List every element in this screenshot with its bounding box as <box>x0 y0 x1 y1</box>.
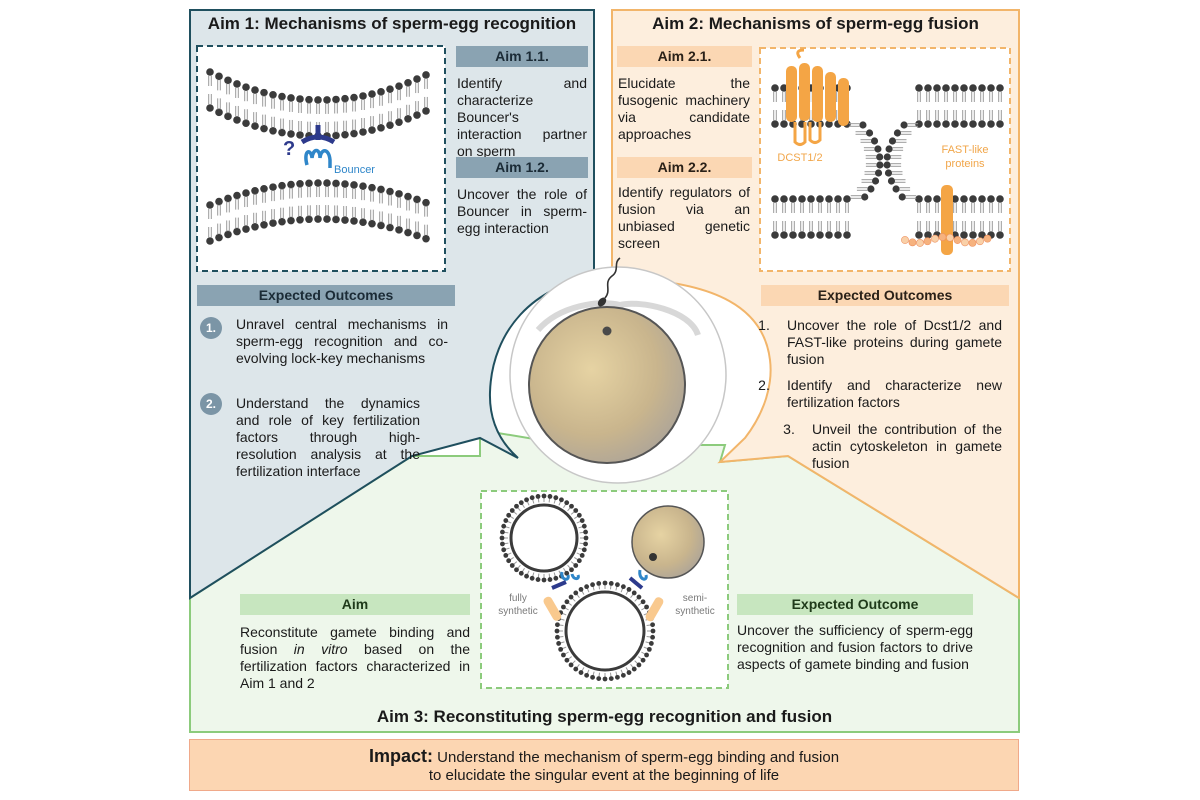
aim1-outcome-2-number: 2. <box>200 393 222 415</box>
aim2-outcome-3-text: Unveil the contribution of the actin cyt… <box>812 421 1002 471</box>
aim1-outcome-1-text: Unravel central mechanisms in sperm-egg … <box>236 316 448 366</box>
aim1-1-header: Aim 1.1. <box>456 46 588 67</box>
aim3-aim-text: Reconstitute gamete binding and fusion i… <box>240 624 470 691</box>
aim1-outcome-2-text: Understand the dynamics and role of key … <box>236 395 420 479</box>
aim1-outcome-1-number: 1. <box>200 317 222 339</box>
aim2-outcomes-header: Expected Outcomes <box>761 285 1009 306</box>
aim3-outcome-header: Expected Outcome <box>737 594 973 615</box>
aim2-outcome-1-text: Uncover the role of Dcst1/2 and FAST-lik… <box>787 317 1002 367</box>
impact-line-1: Understand the mechanism of sperm-egg bi… <box>437 749 840 766</box>
aim2-outcome-2-text: Identify and characterize new fertilizat… <box>787 377 1002 410</box>
bouncer-protein <box>300 125 336 168</box>
aim1-title: Aim 1: Mechanisms of sperm-egg recogniti… <box>207 14 577 33</box>
impact-box: Impact: Understand the mechanism of sper… <box>189 739 1019 791</box>
aim2-1-text: Elucidate the fusogenic machinery via ca… <box>618 75 750 142</box>
fully-synthetic-label: fully synthetic <box>498 593 538 617</box>
bouncer-label: Bouncer <box>334 164 375 176</box>
dcst-protein <box>786 48 849 146</box>
aim3-outcome-text: Uncover the sufficiency of sperm-egg rec… <box>737 622 973 672</box>
question-mark: ? <box>283 138 296 160</box>
fast-like-protein <box>901 185 992 255</box>
aim2-title: Aim 2: Mechanisms of sperm-egg fusion <box>652 14 979 33</box>
aim2-1-header: Aim 2.1. <box>617 46 752 67</box>
aim2-outcome-3-number: 3. <box>783 421 795 437</box>
aim2-outcome-1-number: 1. <box>758 317 770 333</box>
aim1-outcomes-header: Expected Outcomes <box>197 285 455 306</box>
aim3-aim-header: Aim <box>240 594 470 615</box>
aim1-1-text: Identify and characterize Bouncer's inte… <box>457 75 587 159</box>
dcst-label: DCST1/2 <box>777 152 823 164</box>
semi-synthetic-label: semi-synthetic <box>675 593 715 617</box>
synthetic-vesicles <box>499 493 656 682</box>
impact-line-2: to elucidate the singular event at the b… <box>428 767 780 784</box>
semi-synthetic-egg <box>631 505 705 579</box>
reconstituted-proteins <box>543 569 664 622</box>
aim2-outcome-2-number: 2. <box>758 377 770 393</box>
aim2-2-text: Identify regulators of fusion via an unb… <box>618 184 750 251</box>
impact-label: Impact: <box>368 746 433 766</box>
aim1-2-text: Uncover the role of Bouncer in sperm-egg… <box>457 186 587 236</box>
fast-like-label: FAST-like proteins <box>941 144 989 170</box>
central-egg-illustration <box>509 257 727 484</box>
aim1-2-header: Aim 1.2. <box>456 157 588 178</box>
aim3-title: Aim 3: Reconstituting sperm-egg recognit… <box>376 707 833 726</box>
aim2-2-header: Aim 2.2. <box>617 157 752 178</box>
